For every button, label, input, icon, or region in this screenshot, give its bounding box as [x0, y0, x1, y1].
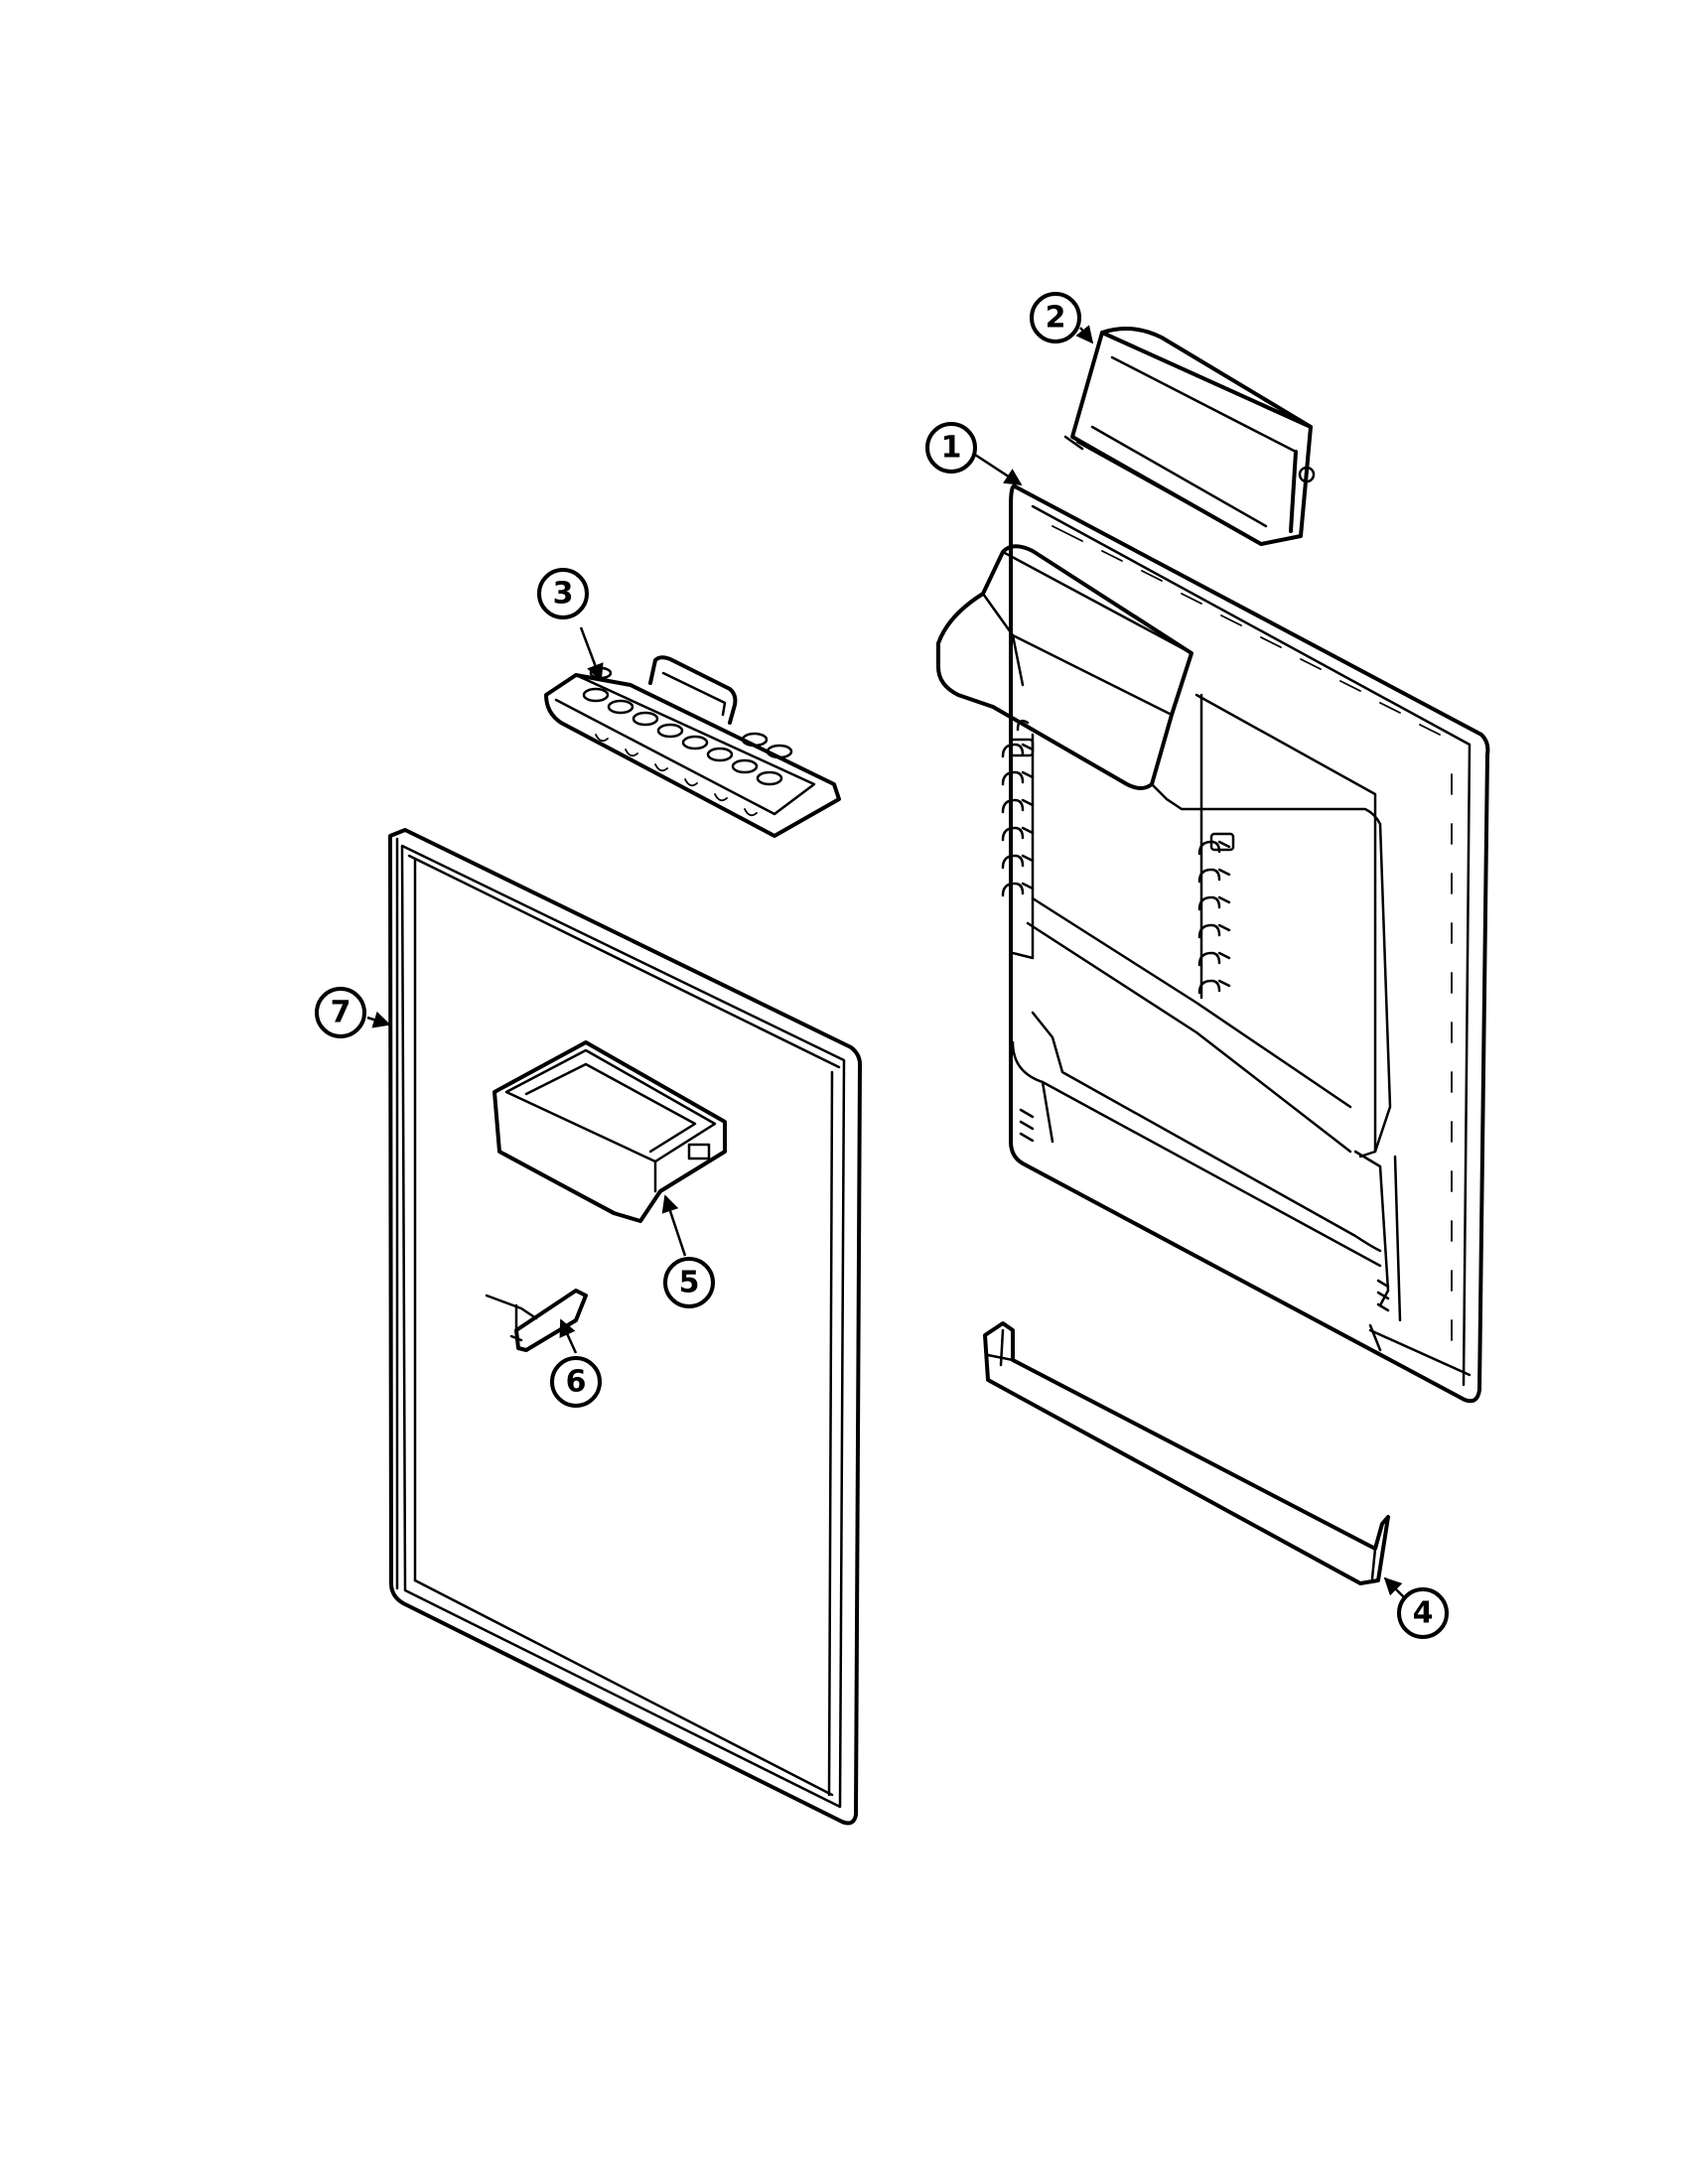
callout-6-label: 6 [566, 1365, 587, 1400]
callout-4-label: 4 [1413, 1596, 1434, 1631]
callout-5: 5 [663, 1257, 715, 1308]
part-5-door-bin [492, 1040, 727, 1223]
callout-4: 4 [1397, 1587, 1449, 1639]
callout-2-label: 2 [1046, 301, 1066, 336]
part-2-dairy-cover [1063, 327, 1316, 546]
part-7-door-gasket [388, 828, 862, 1826]
callout-7-label: 7 [331, 996, 351, 1030]
callout-3-label: 3 [553, 577, 574, 612]
callout-6: 6 [550, 1356, 602, 1408]
callout-3: 3 [537, 568, 589, 619]
part-1-door-liner [936, 483, 1490, 1404]
part-4-trim-strip [983, 1321, 1390, 1585]
callout-1-label: 1 [941, 431, 962, 466]
callout-7: 7 [315, 987, 366, 1038]
part-3-egg-tray [544, 655, 841, 838]
callout-5-label: 5 [679, 1266, 700, 1300]
callout-1: 1 [925, 422, 977, 474]
callout-2: 2 [1030, 292, 1081, 343]
part-6-bracket [485, 1289, 588, 1352]
callout-leaders [366, 325, 1411, 1604]
